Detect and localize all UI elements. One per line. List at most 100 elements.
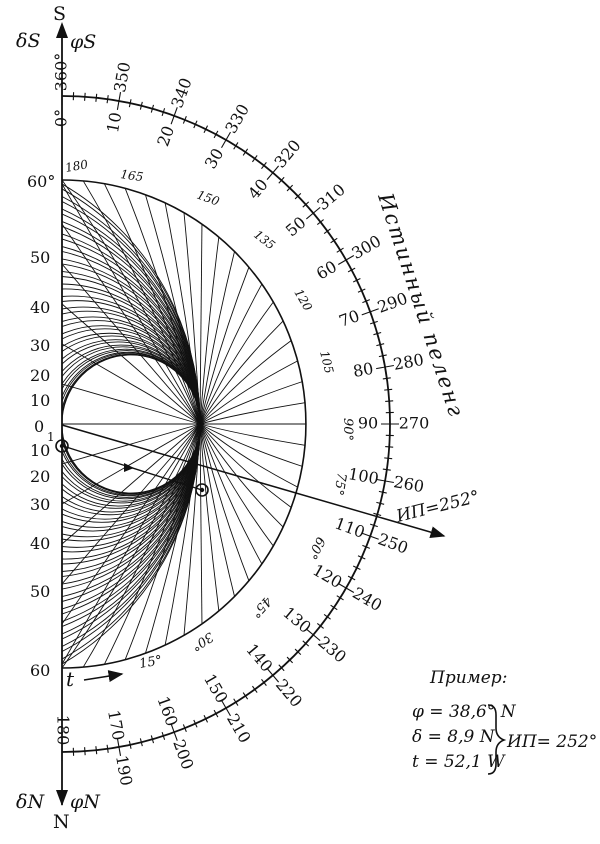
grid-line xyxy=(200,424,298,487)
delta-s-label: δS xyxy=(16,30,40,52)
bearing-tick xyxy=(96,746,97,754)
bearing-tick xyxy=(96,94,97,102)
t-arrow xyxy=(84,674,122,680)
left-scale-label: 0 xyxy=(34,417,44,436)
axis-top-letter: S xyxy=(53,3,66,25)
bearing-label-outer: 230 xyxy=(314,632,350,666)
grid-line xyxy=(62,384,200,424)
hour-angle-label: 120 xyxy=(291,287,315,314)
bearing-label-inner: 180 xyxy=(54,715,73,746)
bearing-label-inner: 100 xyxy=(347,464,380,488)
bearing-tick xyxy=(222,700,231,716)
bearing-label-inner: 170 xyxy=(104,708,128,741)
bearing-label-inner: 70 xyxy=(336,306,362,331)
left-scale-label: 50 xyxy=(30,248,50,267)
bearing-tick xyxy=(222,132,231,148)
hour-angle-label: 105 xyxy=(317,349,336,375)
bearing-label-outer: 340 xyxy=(167,75,195,110)
bearing-label-inner: 20 xyxy=(153,123,178,149)
grid-line xyxy=(200,237,219,424)
bearing-tick xyxy=(306,207,320,219)
bearing-tick xyxy=(267,166,279,180)
grid-line xyxy=(104,424,200,664)
bearing-label-inner: 50 xyxy=(282,213,310,241)
hour-angle-label: 150 xyxy=(195,188,222,209)
bearing-label-outer: 350 xyxy=(110,60,134,93)
left-scale-label: 50 xyxy=(30,582,50,601)
hour-angle-label: 60° xyxy=(304,534,328,561)
bearing-line xyxy=(62,425,444,536)
grid-line xyxy=(200,224,202,424)
t-label: t xyxy=(66,667,75,691)
bearing-label-outer: 240 xyxy=(349,583,385,615)
grid-line xyxy=(104,184,200,424)
bearing-label-outer: 250 xyxy=(376,529,411,557)
bearing-label-outer: 330 xyxy=(221,101,253,137)
left-scale-label: 30 xyxy=(30,336,50,355)
bearing-tick xyxy=(107,95,108,103)
hour-angle-label: 45° xyxy=(248,593,275,621)
point-2-marker xyxy=(196,484,208,496)
grid-line xyxy=(62,424,200,664)
example-result: ИП= 252° xyxy=(506,732,597,752)
bearing-label-outer: 210 xyxy=(223,710,255,746)
bearing-label-outer: 360° xyxy=(52,53,71,92)
left-scale-label: 40 xyxy=(30,298,50,317)
phi-n-label: φN xyxy=(70,791,101,813)
delta-n-label: δN xyxy=(16,791,45,813)
bearing-tick xyxy=(338,256,354,265)
example-block: Пример: φ = 38,6° N δ = 8,9 N t = 52,1 W… xyxy=(412,668,597,774)
bearing-label-inner: 0° xyxy=(52,109,71,127)
bearing-tick xyxy=(383,378,391,379)
bearing-tick xyxy=(107,745,108,753)
point-1-label: 1 xyxy=(47,430,55,444)
example-line-1: φ = 38,6° N xyxy=(412,702,517,722)
hour-angle-labels: 180 165 150 135 120 105 90° 75° 60° 45° … xyxy=(64,157,355,672)
left-scale-label: 60° xyxy=(27,172,55,191)
grid-line xyxy=(200,424,249,581)
left-scale-label: 20 xyxy=(30,467,50,486)
grid-line xyxy=(200,361,298,424)
bearing-tick xyxy=(385,401,393,402)
bearing-label-inner: 90 xyxy=(358,414,378,433)
hour-angle-label: 90° xyxy=(340,418,355,441)
grid-line xyxy=(200,424,302,466)
bearing-tick xyxy=(85,747,86,755)
bearing-label-inner: 120 xyxy=(310,560,346,592)
left-scale-label: 30 xyxy=(30,495,50,514)
example-line-2: δ = 8,9 N xyxy=(412,727,496,747)
bearing-label-inner: 10 xyxy=(103,111,125,134)
left-scale: 60° 50 40 30 20 10 0 10 20 30 40 50 60 xyxy=(27,172,55,680)
grid-line xyxy=(200,424,291,507)
grid-line xyxy=(62,184,200,424)
bearing-tick xyxy=(384,458,392,459)
example-line-3: t = 52,1 W xyxy=(412,752,506,772)
bearing-label-inner: 60 xyxy=(313,257,340,284)
bearing-label-inner: 140 xyxy=(242,640,276,676)
bearing-tick xyxy=(385,447,393,448)
example-title: Пример: xyxy=(429,668,507,688)
grid-line xyxy=(62,424,200,464)
bearing-label-inner: 110 xyxy=(332,514,367,542)
bearing-label-outer: 270 xyxy=(399,414,430,433)
bearing-tick xyxy=(338,584,354,593)
hour-angle-label: 75° xyxy=(330,471,349,496)
bearing-tick xyxy=(267,668,279,682)
left-scale-label: 10 xyxy=(30,391,50,410)
bearing-label-outer: 200 xyxy=(169,737,197,772)
grid-line xyxy=(200,424,219,611)
hour-angle-label: 30° xyxy=(188,629,215,654)
left-scale-label: 40 xyxy=(30,534,50,553)
hour-angle-label: 135 xyxy=(251,227,278,252)
bearing-label-outer: 260 xyxy=(392,472,425,496)
axis-bottom-arrow xyxy=(56,790,68,806)
bearing-label-outer: 320 xyxy=(270,136,304,172)
bearing-tick xyxy=(384,389,392,390)
bearing-label-inner: 80 xyxy=(352,359,375,381)
bearing-tick xyxy=(85,93,86,101)
bearing-tick xyxy=(306,629,320,641)
grid-line xyxy=(200,267,249,424)
bearing-label-inner: 160 xyxy=(153,694,181,729)
bearing-label-outer: 280 xyxy=(392,350,425,374)
